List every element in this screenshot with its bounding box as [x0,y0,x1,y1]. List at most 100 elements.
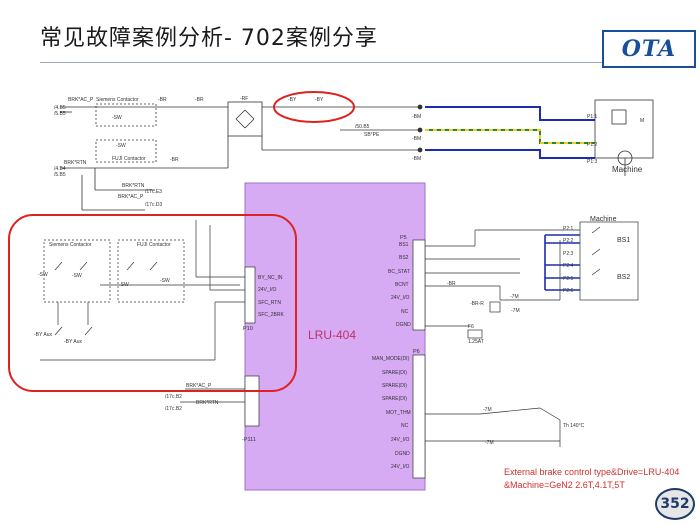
title-divider [40,62,660,63]
p6-pin-nc: NC [401,423,409,429]
p10-label: P10 [243,326,253,332]
p6-connector: P6 MAN_MODE(DI) SPARE(DI) SPARE(DI) SPAR… [372,349,426,479]
label-p12: P1:2 [587,142,598,148]
p5-label: P5 [400,235,407,241]
p5-pin-bs2: BS2 [399,255,409,261]
p6-pin-spare-1: SPARE(DI) [382,370,407,376]
label-fuji-contactor: FUJI Contactor [137,242,171,248]
label-fuji-contactor-top: FUJI Contactor [112,156,146,162]
p6-pin-man-mode: MAN_MODE(DI) [372,356,410,362]
label-sbpe: SB*PE [364,132,380,138]
label-bm-1: -BM [412,114,421,120]
label-p24: P2:4 [563,263,574,269]
label-machine-switch: Machine [590,216,617,223]
p111-connector: -P111 BRK*AC_P BRK*RTN /17c.B2 /17c.B2 [165,375,260,443]
label-br-r: -BR-R [470,301,484,307]
p5-pin-bcnt: BCNT [395,282,409,288]
label-siemens-contactor-top: Siemens Contactor [96,97,139,103]
label-ref-d3: /17c.D3 [145,202,162,208]
slide-title: 常见故障案例分析- 702案例分享 [40,26,378,51]
label-ref-3: /4.B4 [54,166,66,172]
label-sw-3: -SW [119,282,129,288]
label-brk-ac: BRK*AC_P [68,97,94,103]
p5-pin-bs1: BS1 [399,242,409,248]
left-contactor-wiring [40,220,245,361]
label-p26: P2:6 [563,288,574,294]
label-sw-top: -SW [112,115,122,121]
label-by-2: -BY [315,97,324,103]
label-brk-ac-2: BRK*AC_P [118,194,144,200]
label-p21: P2:1 [563,226,574,232]
p111-brk-rtn: BRK*RTN [196,400,219,406]
label-p13: P1:3 [587,159,598,165]
bs-wires [544,234,580,291]
label-bs1: BS1 [617,237,630,244]
p10-pin-24v-io: 24V_I/O [258,287,276,293]
label-br-3: -BR [170,157,179,163]
label-sw-2: -SW [72,273,82,279]
label-brk-rtn-1: BRK*RTN [64,160,87,166]
p5-connector: P5 BS1 BS2 BC_STAT BCNT 24V_I/O NC DGND [388,235,426,331]
label-bm-2: -BM [412,136,421,142]
p10-pin-sfc-rtn: SFC_RTN [258,300,281,306]
label-by-aux-1: -BY Aux [34,332,52,338]
lru-404-block [244,182,426,491]
label-fuse-rating: 1.25AT [468,339,484,345]
p5-pin-dgnd: DGND [396,322,411,328]
note-machine-type: &Machine=GeN2 2.6T,4.1T,5T [504,480,625,490]
label-br-1: -BR [158,97,167,103]
label-ref-e3: /17c.E3 [145,189,162,195]
label-br-2: -BR [195,97,204,103]
label-p25: P2:5 [563,276,574,282]
page-number: 352 [655,488,695,520]
ota-logo: OTA [602,30,696,68]
label-sw-4: -SW [160,278,170,284]
label-thermal: Th 140°C [563,423,585,429]
label-p23: P2:3 [563,251,574,257]
label-by-aux-2: -BY Aux [64,339,82,345]
lru-404-label: LRU-404 [308,328,356,342]
motor-wires [425,106,595,159]
label-fuji-sw: -SW [116,143,126,149]
label-bm-3: -BM [412,156,421,162]
label-p11: P1:1 [587,114,598,120]
p10-connector: P10 BY_NC_IN 24V_I/O SFC_RTN SFC_2BRK [243,266,285,332]
p6-label: P6 [413,349,420,355]
label-bs2: BS2 [617,274,630,281]
p5-pin-bc-stat: BC_STAT [388,269,410,275]
note-brake-control: External brake control type&Drive=LRU-40… [504,467,680,477]
p111-ref-b2b: /17c.B2 [165,406,182,412]
label-by-1: -BY [288,97,297,103]
label-machine-top: Machine [612,165,643,174]
p6-pin-24v-io-2: 24V_I/O [391,464,409,470]
p6-pin-mot-thm: MOT_THM [386,410,411,416]
label-brk-rtn-2: BRK*RTN [122,183,145,189]
p6-pin-spare-3: SPARE(DI) [382,396,407,402]
label-siemens-contactor: Siemens Contactor [49,242,92,248]
label-ref-4: /5.B5 [54,172,66,178]
p6-pin-24v-io-1: 24V_I/O [391,437,409,443]
p5-pin-nc: NC [401,309,409,315]
p111-label: -P111 [242,437,256,443]
label-ref-2: /5.B5 [54,111,66,117]
right-wiring [425,221,639,447]
ota-logo-text: OTA [621,36,677,62]
highlight-by-contacts [273,91,355,123]
label-rf: -RF [240,96,248,102]
label-7m-3: -7M [485,440,494,446]
p111-ref-b2a: /17c.B2 [165,394,182,400]
p6-pin-dgnd: DGND [395,451,410,457]
label-7m-1: -7M [510,294,519,300]
p111-brk-ac-p: BRK*AC_P [186,383,212,389]
p10-pin-sfc-2brk: SFC_2BRK [258,312,285,318]
p6-pin-spare-2: SPARE(DI) [382,383,407,389]
label-ref-1: /4.B5 [54,105,66,111]
p5-pin-24v-io: 24V_I/O [391,295,409,301]
label-7m-2: -7M [483,407,492,413]
label-br-right: -BR [447,281,456,287]
label-7m-top: -7M [511,308,520,314]
label-motor-m: M [640,118,644,124]
label-p22: P2:2 [563,238,574,244]
highlight-contactor-aux [8,214,297,392]
